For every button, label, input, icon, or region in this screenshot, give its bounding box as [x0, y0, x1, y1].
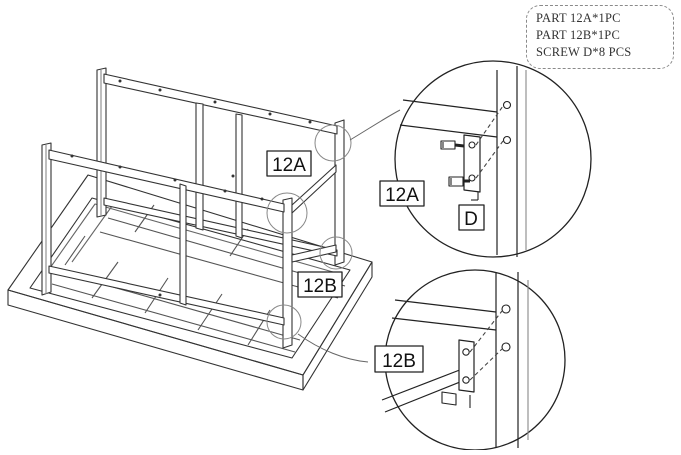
label-box-12b-zoom	[374, 345, 424, 373]
parts-list-box: PART 12A*1PC PART 12B*1PC SCREW D*8 PCS	[526, 5, 674, 69]
zoom-detail-12b	[381, 269, 566, 451]
label-d-zoom: D	[464, 209, 478, 230]
back-leg-frame	[96, 67, 345, 266]
front-leg-frame	[41, 142, 337, 349]
callout-circles	[266, 124, 353, 340]
parts-list-item: PART 12B*1PC	[536, 28, 620, 42]
screw-d-icon	[440, 140, 470, 187]
label-box-12a-main	[266, 150, 312, 177]
label-12b-zoom: 12B	[382, 351, 416, 372]
label-box-12b-main	[297, 271, 343, 298]
label-12a-main: 12A	[272, 155, 306, 176]
leader-lines	[297, 109, 401, 363]
label-12a-zoom: 12A	[385, 185, 419, 206]
label-box-d-zoom	[458, 204, 485, 231]
parts-list-item: PART 12A*1PC	[536, 11, 621, 25]
label-12b-main: 12B	[303, 276, 337, 297]
label-box-12a-zoom	[379, 180, 425, 207]
zoom-detail-12a	[394, 60, 592, 258]
parts-list-item: SCREW D*8 PCS	[536, 45, 632, 59]
